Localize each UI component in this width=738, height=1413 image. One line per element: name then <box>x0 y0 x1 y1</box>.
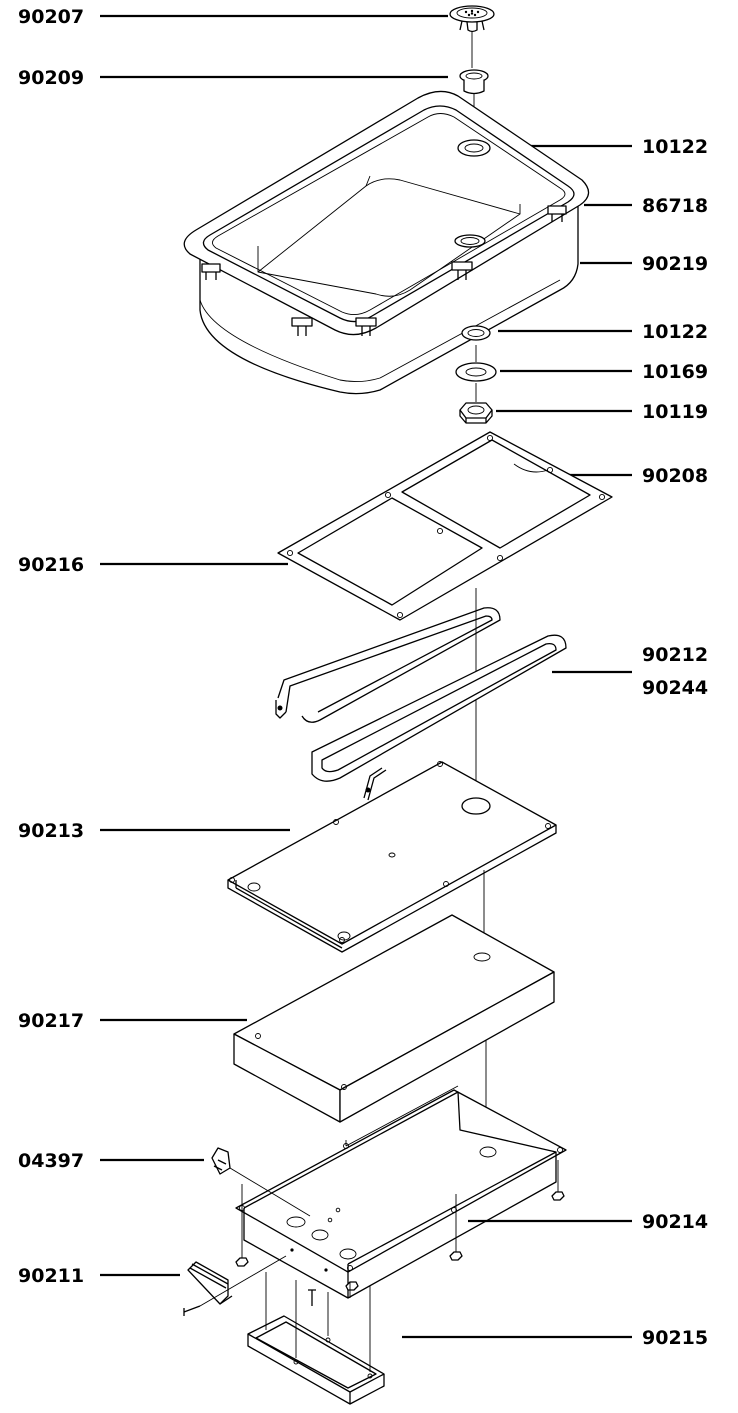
callout-90216[interactable]: 90216 <box>18 554 288 576</box>
callout-10119[interactable]: 10119 <box>496 401 708 423</box>
gasket-10122-upper <box>457 139 491 157</box>
callout-90209[interactable]: 90209 <box>18 67 448 89</box>
heating-element-90244 <box>311 634 567 801</box>
sink-bowl-90219 <box>183 90 590 395</box>
callout-label: 90217 <box>18 1010 84 1032</box>
callout-90244[interactable]: 90244 <box>642 677 708 699</box>
callout-04397[interactable]: 04397 <box>18 1150 204 1172</box>
heater-plate-90213 <box>227 761 557 953</box>
callout-label: 10122 <box>642 136 708 158</box>
callout-label: 90213 <box>18 820 84 842</box>
terminal-cover-90211 <box>183 1255 287 1316</box>
callout-label: 04397 <box>18 1150 84 1172</box>
callout-10122-lower[interactable]: 10122 <box>498 321 708 343</box>
callout-90217[interactable]: 90217 <box>18 1010 247 1032</box>
callout-90214[interactable]: 90214 <box>468 1211 708 1233</box>
callout-90212[interactable]: 90212 <box>552 644 708 674</box>
callout-label: 10122 <box>642 321 708 343</box>
callout-label: 10119 <box>642 401 708 423</box>
callout-label: 90214 <box>642 1211 708 1233</box>
gasket-10122-lower <box>461 325 491 341</box>
mounting-frame-90216 <box>277 431 613 621</box>
strainer-body-90209 <box>459 69 489 95</box>
callout-90219[interactable]: 90219 <box>580 253 708 275</box>
callout-90213[interactable]: 90213 <box>18 820 290 842</box>
bottom-tray-90214 <box>235 1085 567 1306</box>
insulation-block-90217 <box>233 914 555 1123</box>
locknut-10119 <box>459 402 493 424</box>
strainer-basket-90207 <box>449 5 495 33</box>
callout-86718[interactable]: 86718 <box>584 195 708 217</box>
callout-90215[interactable]: 90215 <box>402 1327 708 1349</box>
callout-label: 90244 <box>642 677 708 699</box>
callout-label: 90207 <box>18 6 84 28</box>
callout-label: 90216 <box>18 554 84 576</box>
callout-label: 90219 <box>642 253 708 275</box>
washer-10169 <box>455 362 497 382</box>
cord-clamp-04397 <box>211 1147 311 1217</box>
callout-90207[interactable]: 90207 <box>18 6 448 28</box>
callout-label: 90208 <box>642 465 708 487</box>
callout-label: 90212 <box>642 644 708 666</box>
callout-label: 90209 <box>18 67 84 89</box>
callout-label: 86718 <box>642 195 708 217</box>
bracket-90215 <box>247 1272 385 1405</box>
mounting-clip-86718 <box>201 205 567 336</box>
callout-label: 90211 <box>18 1265 84 1287</box>
callout-label: 10169 <box>642 361 708 383</box>
heating-element-90212 <box>275 607 501 723</box>
callout-90211[interactable]: 90211 <box>18 1265 180 1287</box>
callout-label: 90215 <box>642 1327 708 1349</box>
callout-10169[interactable]: 10169 <box>500 361 708 383</box>
